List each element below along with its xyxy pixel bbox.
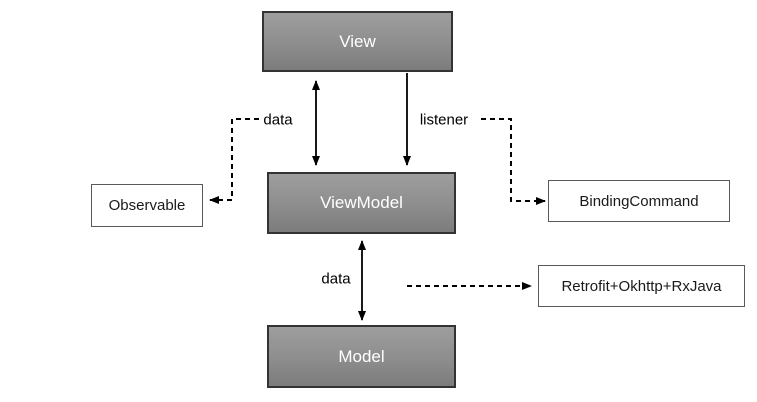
node-viewmodel-label: ViewModel: [320, 193, 403, 212]
node-bindingcommand-label: BindingCommand: [579, 192, 699, 210]
edge-label-data-bottom: data: [319, 270, 353, 288]
data-observable-dashed-connector: [209, 118, 259, 204]
node-view-label: View: [339, 31, 376, 51]
node-view: View: [262, 11, 453, 72]
node-model: Model: [267, 325, 456, 388]
node-observable-label: Observable: [108, 197, 186, 214]
node-viewmodel: ViewModel: [267, 172, 456, 234]
node-retrofit: Retrofit+Okhttp+RxJava: [538, 265, 745, 307]
node-observable: Observable: [91, 184, 203, 227]
node-model-label: Model: [338, 346, 385, 366]
node-retrofit-label: Retrofit+Okhttp+RxJava: [561, 277, 722, 295]
edge-label-data-top: data: [261, 111, 295, 129]
edge-label-listener: listener: [417, 111, 471, 129]
listener-bindingcommand-dashed-connector: [481, 118, 546, 205]
node-bindingcommand: BindingCommand: [548, 180, 730, 222]
